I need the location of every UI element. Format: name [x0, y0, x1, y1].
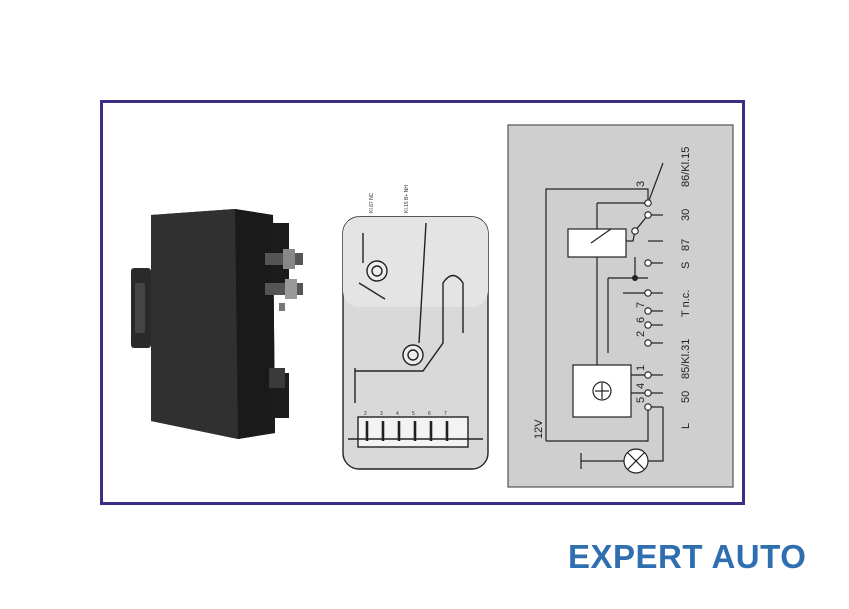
terminal-number: 6 [635, 317, 647, 323]
pin-face-drawing: KI.87 NC KI.15 B+ NH [342, 185, 489, 470]
terminal-name: 30 [680, 209, 692, 221]
terminal-name: 85/Kl.31 [680, 339, 692, 379]
terminal-name: 50 [680, 391, 692, 403]
pin-label: 5 [412, 411, 415, 417]
product-diagram-frame: KI.87 NC KI.15 B+ NH [100, 100, 745, 505]
terminal-number: 2 [635, 331, 647, 337]
terminal-name: T n.c. [680, 290, 692, 317]
pin-label: 6 [428, 411, 431, 417]
supply-voltage-label: 12V [533, 419, 545, 439]
pin-label: 3 [380, 411, 383, 417]
pin-label: 7 [444, 411, 447, 417]
wiring-schematic: 3 2 6 7 1 5 4 86/Kl.15 30 87 S T n.c. 85… [507, 124, 734, 488]
pin-label: 2 [364, 411, 367, 417]
terminal-name: S [680, 262, 692, 269]
terminal-number: 4 [635, 383, 647, 389]
terminal-name: 87 [680, 239, 692, 251]
relay-photo [131, 209, 303, 439]
terminal-number: 1 [635, 365, 647, 371]
brand-logo-text: EXPERT AUTO [568, 538, 807, 575]
terminal-name: L [680, 423, 692, 429]
svg-text:KI.15 B+ NH: KI.15 B+ NH [404, 185, 410, 213]
terminal-number: 5 [635, 397, 647, 403]
pin-label: 4 [396, 411, 399, 417]
terminal-name: 86/Kl.15 [680, 147, 692, 187]
terminal-number: 7 [635, 302, 647, 308]
relay-illustration: KI.87 NC KI.15 B+ NH [131, 124, 734, 488]
svg-text:KI.87 NC: KI.87 NC [369, 192, 375, 213]
pin-numbers: 2 3 4 5 6 7 [364, 411, 447, 417]
terminal-number: 3 [635, 181, 647, 187]
